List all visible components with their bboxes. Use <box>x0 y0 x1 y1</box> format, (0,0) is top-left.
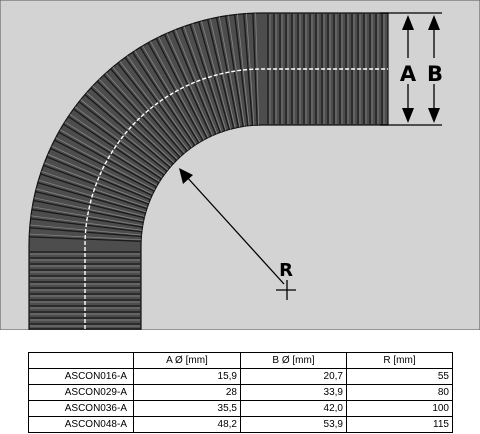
hose-bend-drawing: A B R <box>0 0 480 330</box>
table-row: ASCON048-A 48,2 53,9 115 <box>28 416 453 433</box>
b-diameter-cell: 53,9 <box>240 416 347 433</box>
hose-bend-diagram: A B R <box>0 0 480 330</box>
table-row: ASCON016-A 15,9 20,7 55 <box>28 368 453 385</box>
hose-rib <box>227 15 245 127</box>
dimension-b <box>418 12 442 126</box>
dimension-b-label: B <box>427 62 443 86</box>
hose-centerline <box>84 68 388 329</box>
header-cell-code <box>28 352 134 369</box>
radius-label: R <box>279 260 293 281</box>
hose-rib <box>243 13 254 126</box>
a-diameter-cell: 48,2 <box>133 416 241 433</box>
table-header-row: A Ø [mm] B Ø [mm] R [mm] <box>28 352 453 369</box>
product-code-cell: ASCON016-A <box>28 368 134 385</box>
table-row: ASCON036-A 35,5 42,0 100 <box>28 400 453 417</box>
hose-rib <box>175 29 218 134</box>
header-cell-b-diameter: B Ø [mm] <box>240 352 347 369</box>
dimension-a <box>380 12 418 126</box>
table-row: ASCON029-A 28 33,9 80 <box>28 384 453 401</box>
a-diameter-cell: 28 <box>133 384 241 401</box>
hose-rib <box>119 61 189 151</box>
hose-rib <box>54 139 155 192</box>
hose-rib <box>47 153 151 199</box>
radius-cell: 115 <box>346 416 453 433</box>
hose-rib <box>127 55 193 148</box>
hose-rib <box>189 24 226 132</box>
hose-rib <box>58 131 157 188</box>
hose-rib <box>35 190 145 219</box>
hose-rib <box>90 87 174 165</box>
hose-rib <box>218 16 241 128</box>
product-code-cell: ASCON048-A <box>28 416 134 433</box>
hose-rib <box>180 27 221 133</box>
header-cell-radius: R [mm] <box>346 352 453 369</box>
radius-cell: 80 <box>346 384 453 401</box>
hose-rib <box>139 46 200 144</box>
hose-rib <box>37 182 146 214</box>
b-diameter-cell: 20,7 <box>240 368 347 385</box>
hose-rib <box>96 80 177 161</box>
radius-cell: 100 <box>346 400 453 417</box>
hose-rib <box>132 51 196 146</box>
radius-indicator <box>179 168 296 300</box>
hose-rib <box>166 33 213 136</box>
b-diameter-cell: 33,9 <box>240 384 347 401</box>
dimension-table: A Ø [mm] B Ø [mm] R [mm] ASCON016-A 15,9… <box>28 352 453 433</box>
dimension-a-label: A <box>400 62 417 86</box>
header-cell-a-diameter: A Ø [mm] <box>133 352 241 369</box>
product-code-cell: ASCON029-A <box>28 384 134 401</box>
b-diameter-cell: 42,0 <box>240 400 347 417</box>
a-diameter-cell: 35,5 <box>133 400 241 417</box>
hose-rib <box>233 14 249 126</box>
hose-rib <box>84 94 171 168</box>
hose-rib <box>33 197 144 222</box>
radius-cell: 55 <box>346 368 453 385</box>
hose-rib <box>30 215 143 231</box>
hose-rib <box>74 106 166 174</box>
hose-rib <box>252 13 258 126</box>
hose-rib <box>51 145 153 195</box>
product-code-cell: ASCON036-A <box>28 400 134 417</box>
hose-rib <box>32 206 143 226</box>
a-diameter-cell: 15,9 <box>133 368 241 385</box>
hose-rib <box>80 99 169 171</box>
